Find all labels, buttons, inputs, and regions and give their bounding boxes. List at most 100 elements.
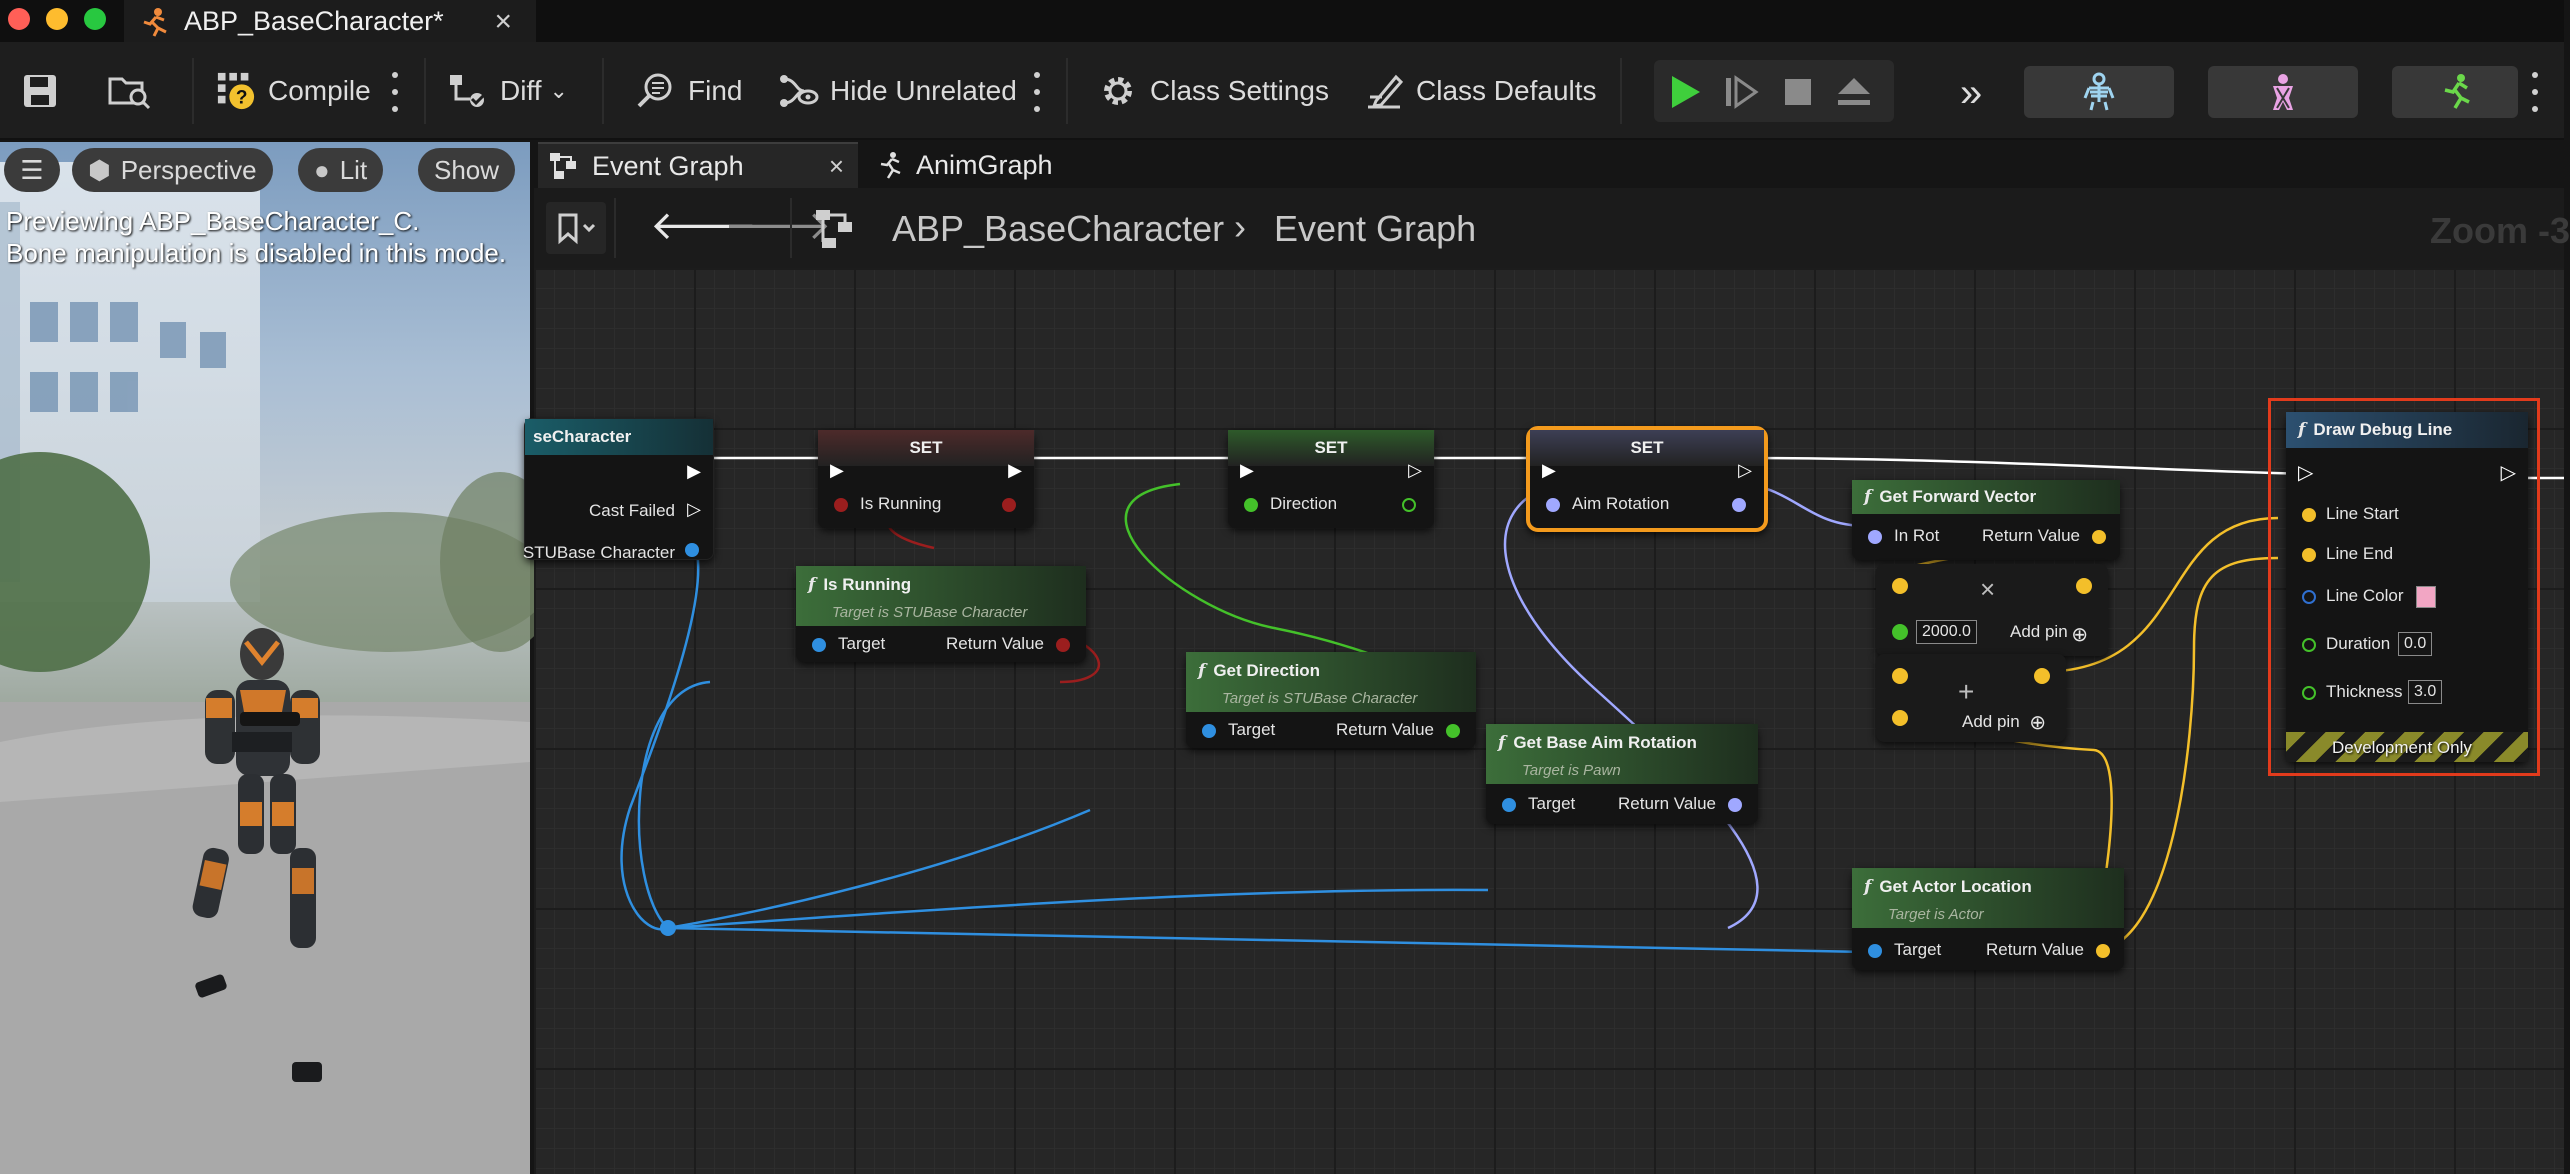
duration-value-field[interactable]: 0.0 <box>2398 632 2433 656</box>
multiply-value-field[interactable]: 2000.0 <box>1916 620 1977 644</box>
is-running-node[interactable]: f Is Running Target is STUBase Character… <box>796 566 1086 662</box>
hide-unrelated-button[interactable]: Hide Unrelated <box>778 66 1017 116</box>
class-settings-button[interactable]: Class Settings <box>1098 66 1329 116</box>
get-forward-vector-node[interactable]: f Get Forward Vector In Rot Return Value <box>1852 480 2120 560</box>
object-pin-icon[interactable] <box>1502 798 1516 812</box>
exec-in-pin-icon[interactable]: ▶ <box>1542 460 1556 480</box>
close-tab-icon[interactable]: × <box>828 150 844 181</box>
exec-out-pin-icon[interactable]: ▶ <box>1008 460 1022 480</box>
reroute-node[interactable] <box>660 920 676 936</box>
exec-out-pin-icon[interactable]: ▷ <box>1408 460 1422 480</box>
vector-pin-icon[interactable] <box>2076 578 2092 594</box>
preview-viewport[interactable]: ☰ ⬢ Perspective ● Lit Show Previewing AB… <box>0 142 560 1174</box>
back-arrow-icon[interactable]: 🡐 <box>650 204 758 248</box>
more-tools-chevron-icon[interactable]: » <box>1960 70 1983 115</box>
play-icon[interactable] <box>1666 72 1706 112</box>
float-pin-icon[interactable] <box>2302 638 2316 652</box>
eject-icon[interactable] <box>1834 72 1874 112</box>
exec-in-pin-icon[interactable]: ▶ <box>830 460 844 480</box>
step-icon[interactable] <box>1722 72 1762 112</box>
float-pin-icon[interactable] <box>2302 686 2316 700</box>
multiply-node[interactable]: × 2000.0 Add pin ⊕ <box>1876 564 2108 656</box>
maximize-window-button[interactable] <box>84 8 106 30</box>
diff-button[interactable]: Diff ⌄ <box>448 66 568 116</box>
minimize-window-button[interactable] <box>46 8 68 30</box>
save-button[interactable] <box>20 66 60 116</box>
bool-pin-icon[interactable] <box>1056 638 1070 652</box>
object-pin-icon[interactable] <box>812 638 826 652</box>
aim-rotation-pin-label: Aim Rotation <box>1572 494 1670 513</box>
vector-pin-icon[interactable] <box>2302 508 2316 522</box>
forward-arrow-icon[interactable]: 🡒 <box>724 204 832 248</box>
compile-button[interactable]: ? Compile <box>216 66 371 116</box>
object-pin-icon[interactable] <box>685 543 699 557</box>
object-pin-icon[interactable] <box>1868 944 1882 958</box>
viewport-menu-button[interactable]: ☰ <box>4 148 60 192</box>
cast-node[interactable]: seCharacter ▶ Cast Failed ▷ STUBase Char… <box>523 418 714 562</box>
close-tab-icon[interactable]: × <box>494 5 512 38</box>
vector-pin-icon[interactable] <box>2096 944 2110 958</box>
set-is-running-node[interactable]: SET ▶ ▶ Is Running <box>818 430 1034 528</box>
vector-pin-icon[interactable] <box>2302 548 2316 562</box>
tab-anim-graph[interactable]: AnimGraph <box>874 142 1074 188</box>
add-pin-label[interactable]: Add pin <box>1962 712 2020 731</box>
vector-pin-icon[interactable] <box>1892 710 1908 726</box>
editor-mode-options-icon[interactable] <box>2530 72 2540 112</box>
float-pin-icon[interactable] <box>1446 724 1460 738</box>
viewport-message-line2: Bone manipulation is disabled in this mo… <box>6 238 507 268</box>
get-direction-node[interactable]: f Get Direction Target is STUBase Charac… <box>1186 652 1476 748</box>
browse-button[interactable] <box>108 66 152 116</box>
vector-pin-icon[interactable] <box>2092 530 2106 544</box>
add-pin-icon[interactable]: ⊕ <box>2029 712 2046 734</box>
exec-out-pin-icon[interactable]: ▷ <box>2500 462 2516 484</box>
class-defaults-button[interactable]: Class Defaults <box>1364 66 1597 116</box>
perspective-button[interactable]: ⬢ Perspective <box>72 148 273 192</box>
find-button[interactable]: Find <box>636 66 742 116</box>
compile-options-icon[interactable] <box>390 72 400 112</box>
rotator-pin-icon[interactable] <box>1728 798 1742 812</box>
draw-debug-line-node[interactable]: f Draw Debug Line ▷ ▷ Line Start Line En… <box>2286 412 2528 762</box>
running-figure-icon <box>880 152 901 179</box>
line-color-swatch[interactable] <box>2416 586 2436 608</box>
tab-event-graph[interactable]: Event Graph × <box>538 142 858 188</box>
add-pin-label[interactable]: Add pin <box>2010 622 2068 641</box>
exec-in-pin-icon[interactable]: ▷ <box>2298 462 2314 484</box>
float-pin-icon[interactable] <box>1402 498 1416 512</box>
animation-editor-button[interactable] <box>2392 66 2518 118</box>
show-button[interactable]: Show <box>418 148 516 192</box>
close-window-button[interactable] <box>8 8 30 30</box>
bool-pin-icon[interactable] <box>1002 498 1016 512</box>
add-node[interactable]: + Add pin ⊕ <box>1876 654 2066 742</box>
float-pin-icon[interactable] <box>1244 498 1258 512</box>
rotator-pin-icon[interactable] <box>1546 498 1560 512</box>
rotator-pin-icon[interactable] <box>1732 498 1746 512</box>
stop-icon[interactable] <box>1778 72 1818 112</box>
object-pin-icon[interactable] <box>1202 724 1216 738</box>
get-base-aim-rotation-node[interactable]: f Get Base Aim Rotation Target is Pawn T… <box>1486 724 1758 824</box>
thickness-value-field[interactable]: 3.0 <box>2408 680 2443 704</box>
rotator-pin-icon[interactable] <box>1868 530 1882 544</box>
vector-pin-icon[interactable] <box>1892 578 1908 594</box>
bookmark-button[interactable] <box>546 202 606 254</box>
add-pin-icon[interactable]: ⊕ <box>2071 624 2088 646</box>
lit-button[interactable]: ● Lit <box>298 148 384 192</box>
graph-canvas[interactable]: seCharacter ▶ Cast Failed ▷ STUBase Char… <box>523 268 2565 1174</box>
set-aim-rotation-node[interactable]: SET ▶ ▷ Aim Rotation <box>1526 426 1768 532</box>
exec-out-pin-icon[interactable]: ▷ <box>687 499 701 519</box>
graph-options-icon[interactable] <box>1032 72 1042 112</box>
exec-out-pin-icon[interactable]: ▶ <box>687 461 701 481</box>
float-pin-icon[interactable] <box>1892 624 1908 640</box>
color-pin-icon[interactable] <box>2302 590 2316 604</box>
vector-pin-icon[interactable] <box>2034 668 2050 684</box>
document-tab[interactable]: ABP_BaseCharacter* × <box>124 0 536 42</box>
vector-pin-icon[interactable] <box>1892 668 1908 684</box>
exec-in-pin-icon[interactable]: ▶ <box>1240 460 1254 480</box>
skeleton-editor-button[interactable] <box>2024 66 2174 118</box>
set-direction-node[interactable]: SET ▶ ▷ Direction <box>1228 430 1434 528</box>
skeletal-mesh-editor-button[interactable] <box>2208 66 2358 118</box>
exec-out-pin-icon[interactable]: ▷ <box>1738 460 1752 480</box>
get-actor-location-node[interactable]: f Get Actor Location Target is Actor Tar… <box>1852 868 2124 970</box>
character-figure <box>192 628 322 1082</box>
bool-pin-icon[interactable] <box>834 498 848 512</box>
breadcrumb-root[interactable]: ABP_BaseCharacter <box>892 208 1225 249</box>
